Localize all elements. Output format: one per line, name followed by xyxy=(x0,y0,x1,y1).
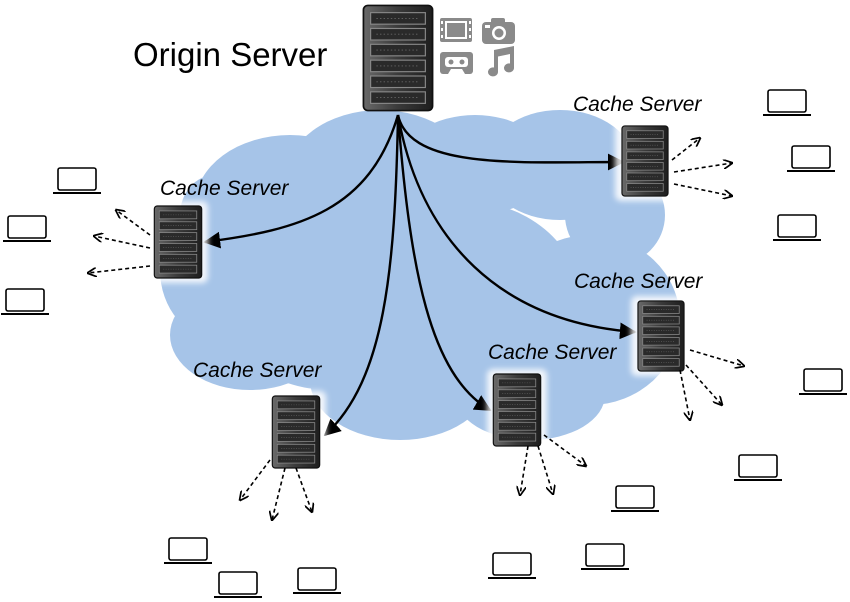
link-origin-to-cache-3 xyxy=(396,114,637,340)
music-note-icon xyxy=(488,46,514,77)
dashed-link xyxy=(116,210,151,236)
dashed-link xyxy=(671,138,700,161)
dashed-link xyxy=(543,434,586,466)
origin-server-icon xyxy=(362,4,434,112)
cache-server-1-client-links xyxy=(88,210,151,273)
cache-server-3-icon xyxy=(637,300,685,372)
laptop-icon xyxy=(733,454,783,481)
cache-server-1-icon xyxy=(153,205,203,279)
cache-server-3-client-links xyxy=(679,349,744,420)
origin-server-label: Origin Server xyxy=(133,36,327,73)
laptop-icon xyxy=(798,368,848,395)
laptop-icon xyxy=(610,485,660,512)
cache-server-1: Cache Server xyxy=(88,177,289,283)
laptop-icon xyxy=(0,288,50,315)
cache-server-2-icon xyxy=(621,125,669,197)
laptop-icon xyxy=(163,537,213,564)
cache-server-4-label: Cache Server xyxy=(488,341,617,364)
origin-server: Origin Server xyxy=(133,4,515,112)
cache-server-2: Cache Server xyxy=(573,93,732,201)
dashed-link xyxy=(240,459,271,500)
laptop-icon xyxy=(292,567,342,594)
dashed-link xyxy=(537,445,553,494)
laptop-icon xyxy=(213,571,263,598)
link-origin-to-cache-1 xyxy=(203,114,400,249)
cache-server-4: Cache Server xyxy=(487,341,617,495)
cache-server-5-client-links xyxy=(240,459,312,520)
camera-icon xyxy=(482,18,515,44)
dashed-link xyxy=(295,467,312,512)
link-origin-to-cache-2 xyxy=(396,114,625,171)
cache-server-5: Cache Server xyxy=(193,359,326,520)
film-icon xyxy=(440,18,472,42)
dashed-link xyxy=(673,183,732,196)
cache-server-2-label: Cache Server xyxy=(573,93,702,116)
cache-server-2-client-links xyxy=(671,138,732,196)
link-origin-to-cache-4 xyxy=(396,114,492,412)
dashed-link xyxy=(88,265,151,273)
cache-server-4-icon xyxy=(492,373,542,447)
dashed-link xyxy=(685,364,722,405)
cassette-icon xyxy=(440,52,473,74)
cache-server-3-label: Cache Server xyxy=(574,270,703,293)
dashed-link xyxy=(272,467,286,520)
dashed-link xyxy=(689,349,744,366)
cache-server-1-label: Cache Server xyxy=(160,177,289,200)
link-origin-to-cache-5 xyxy=(323,114,400,437)
laptop-icon xyxy=(487,552,537,579)
cache-server-4-client-links xyxy=(520,434,586,495)
origin-to-cache-links xyxy=(203,114,637,437)
cache-server-5-icon xyxy=(271,395,321,469)
dashed-link xyxy=(520,445,529,495)
laptop-icon xyxy=(762,89,812,116)
dashed-link xyxy=(679,369,690,420)
cache-server-5-label: Cache Server xyxy=(193,359,322,382)
laptop-icon xyxy=(580,543,630,570)
dashed-link xyxy=(94,236,151,249)
laptop-icon xyxy=(786,145,836,172)
laptop-icon xyxy=(52,167,102,194)
dashed-link xyxy=(673,163,732,173)
laptop-icon xyxy=(772,214,822,241)
cache-server-3: Cache Server xyxy=(574,270,744,420)
laptop-icon xyxy=(2,215,52,242)
